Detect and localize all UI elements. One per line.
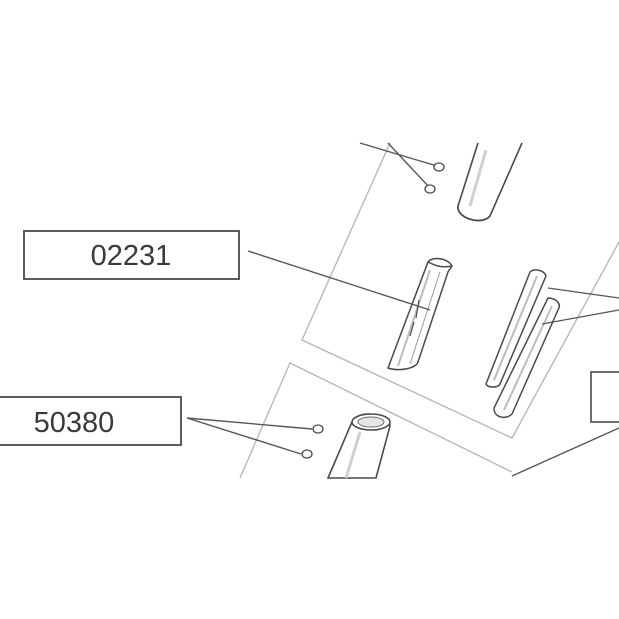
callout-label-02231: 02231 (91, 240, 172, 272)
pin-upper-2 (424, 184, 436, 194)
callout-label-50380: 50380 (34, 407, 115, 439)
pin-upper-1 (433, 162, 445, 172)
pin-lower-2 (301, 449, 313, 459)
long-shell-right (485, 269, 560, 419)
lower-tube (326, 413, 391, 479)
leader-50380-b (186, 417, 302, 455)
pin-lower-1 (312, 424, 324, 434)
lower-pins (301, 424, 324, 459)
leader-lower-right (511, 427, 619, 477)
callout-box-50380 (0, 396, 182, 446)
right-leaders (541, 287, 619, 325)
callout-02231: 02231 (23, 230, 431, 311)
callout-box-partial (590, 371, 619, 423)
callout-box-02231 (23, 230, 240, 280)
half-shell-left (387, 257, 453, 371)
callout-50380: 50380 (0, 396, 313, 455)
leader-02231 (247, 250, 431, 311)
leader-50380-a (186, 417, 313, 430)
upper-pins (359, 142, 445, 194)
upper-tube (457, 142, 523, 222)
upper-frame (301, 142, 619, 439)
